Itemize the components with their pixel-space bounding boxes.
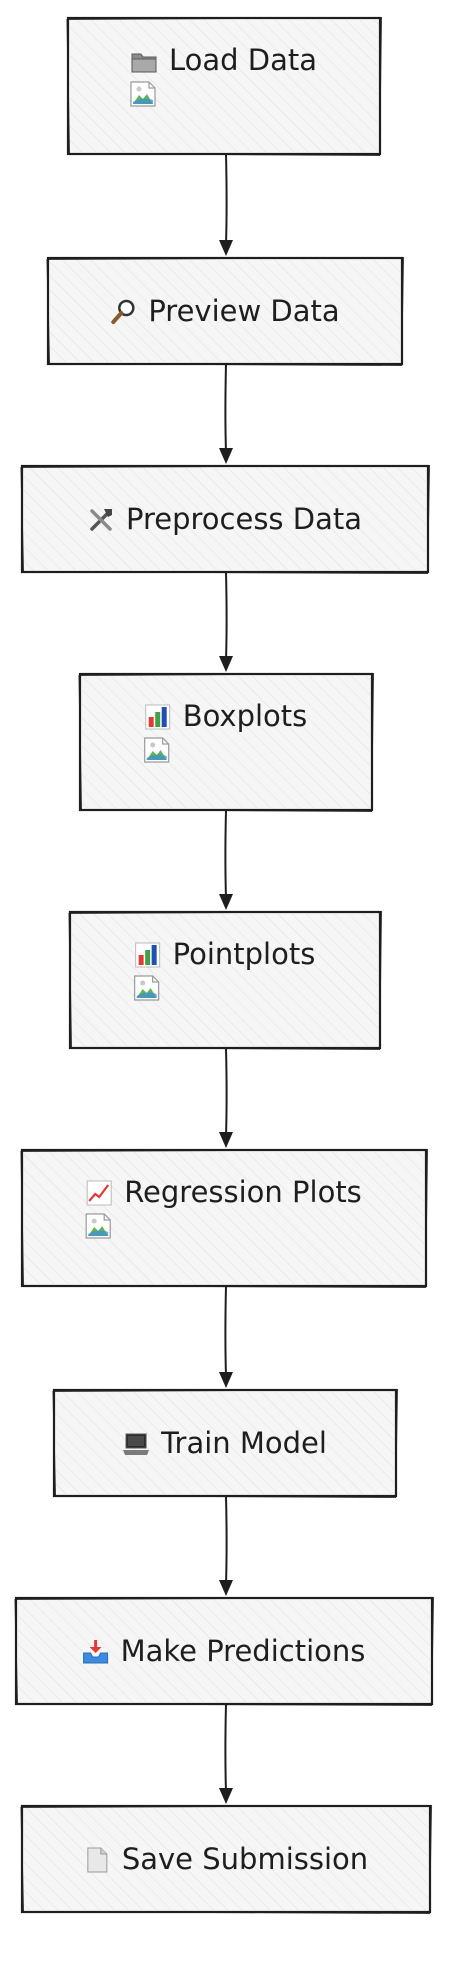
edge-arrow (219, 571, 233, 672)
node-preview-data: Preview Data (46, 256, 405, 367)
bar-chart-icon (135, 942, 161, 968)
broken-image-icon (130, 81, 156, 107)
node-hatch (50, 260, 400, 362)
node-hatch (72, 914, 378, 1046)
edge-arrow (219, 1285, 233, 1388)
node-label: Load Data (169, 43, 317, 77)
node-preprocess-data: Preprocess Data (20, 464, 431, 575)
node-hatch (24, 468, 426, 570)
node-sketch-outline (68, 910, 383, 1051)
inbox-tray-icon (83, 1640, 109, 1664)
tools-icon (90, 509, 112, 531)
broken-image-icon (134, 975, 160, 1001)
node-sketch-outline (52, 1388, 399, 1499)
node-load-data: Load Data (66, 16, 383, 157)
edge-arrow (219, 809, 233, 910)
node-label: Make Predictions (121, 1634, 366, 1668)
line-chart-icon (86, 1180, 112, 1206)
magnifier-icon (111, 299, 135, 324)
node-hatch (82, 676, 370, 808)
node-label: Regression Plots (124, 1175, 362, 1209)
node-sketch-outline (20, 464, 431, 575)
edge-arrow (219, 1047, 233, 1148)
node-save-submission: Save Submission (20, 1804, 433, 1915)
node-pointplots: Pointplots (68, 910, 383, 1051)
node-sketch-outline (14, 1596, 435, 1707)
node-make-predictions: Make Predictions (14, 1596, 435, 1707)
node-label: Train Model (160, 1426, 327, 1460)
node-label: Save Submission (122, 1842, 368, 1876)
broken-image-icon (144, 737, 170, 763)
node-sketch-outline (78, 672, 375, 813)
node-label: Pointplots (173, 937, 316, 971)
node-hatch (24, 1152, 424, 1284)
node-sketch-outline (20, 1804, 433, 1915)
bar-chart-icon (145, 704, 171, 730)
node-hatch (18, 1600, 430, 1702)
node-label: Boxplots (183, 699, 308, 733)
node-boxplots: Boxplots (78, 672, 375, 813)
folder-icon (131, 53, 157, 73)
node-regression-plots: Regression Plots (20, 1148, 429, 1289)
laptop-icon (123, 1433, 150, 1455)
node-sketch-outline (66, 16, 383, 157)
edges-layer (219, 153, 233, 1804)
edge-arrow (219, 1703, 233, 1804)
edge-arrow (219, 153, 233, 256)
edge-arrow (219, 363, 233, 464)
node-hatch (70, 20, 378, 152)
document-icon (87, 1847, 108, 1873)
node-sketch-outline (46, 256, 405, 367)
node-hatch (56, 1392, 394, 1494)
node-label: Preprocess Data (126, 502, 362, 536)
edge-arrow (219, 1495, 233, 1596)
node-sketch-outline (20, 1148, 429, 1289)
broken-image-icon (85, 1213, 111, 1239)
node-label: Preview Data (148, 294, 339, 328)
node-train-model: Train Model (52, 1388, 399, 1499)
